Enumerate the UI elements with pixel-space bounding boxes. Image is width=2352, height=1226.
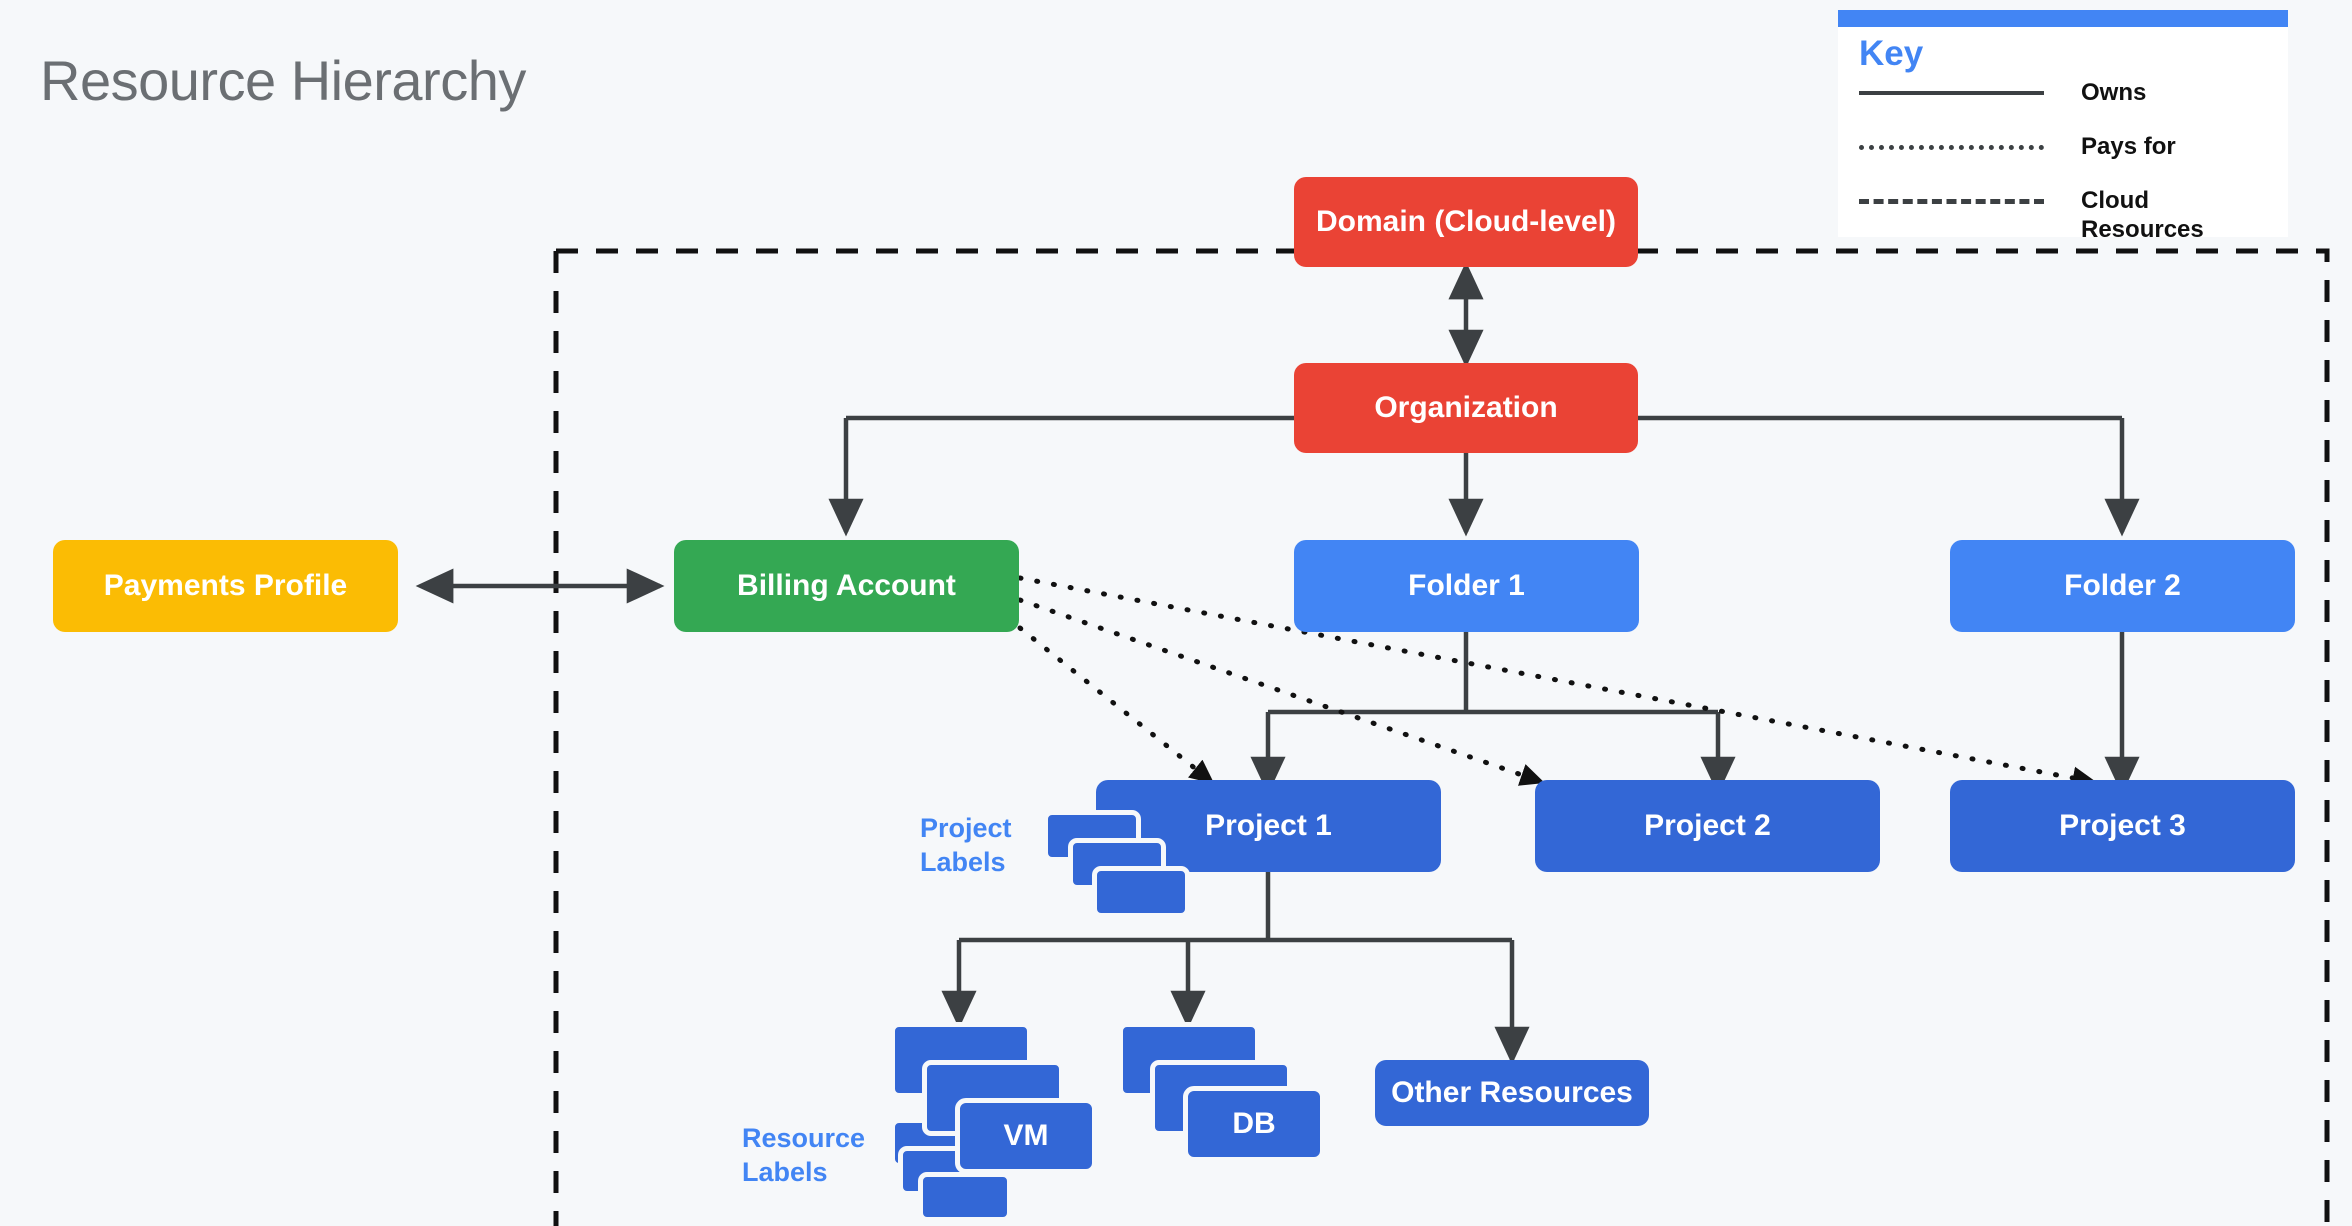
key-heading: Key (1859, 34, 1924, 73)
resource-labels-line-2: Labels (742, 1156, 828, 1187)
node-project-2[interactable]: Project 2 (1535, 780, 1880, 872)
node-billing-account[interactable]: Billing Account (674, 540, 1019, 632)
key-label-cloud-resources: Cloud Resources (2081, 187, 2204, 244)
owns-line-sample (1859, 91, 2044, 95)
node-domain[interactable]: Domain (Cloud-level) (1294, 177, 1638, 267)
node-folder-2[interactable]: Folder 2 (1950, 540, 2295, 632)
page-title: Resource Hierarchy (40, 49, 526, 112)
node-project-3[interactable]: Project 3 (1950, 780, 2295, 872)
key-accent-bar (1838, 10, 2288, 27)
resource-labels-line-1: Resource (742, 1123, 866, 1153)
key-panel: Key Owns Pays for Cloud Resources (1838, 10, 2288, 243)
resource-labels-annotation: Resource Labels (742, 1122, 942, 1190)
project-label-chip-front[interactable] (1092, 866, 1190, 918)
key-label-owns: Owns (2081, 79, 2147, 106)
node-vm[interactable]: VM (955, 1098, 1097, 1174)
key-row-owns: Owns (1838, 72, 2288, 112)
project-labels-line-2: Labels (920, 846, 1006, 877)
node-payments-profile[interactable]: Payments Profile (53, 540, 398, 632)
key-row-cloud-resources: Cloud Resources (1838, 180, 2288, 243)
node-other-resources[interactable]: Other Resources (1375, 1060, 1649, 1126)
cloud-resources-line-sample (1859, 199, 2044, 204)
pays-for-line-sample (1859, 145, 2044, 150)
project-labels-line-1: Project (920, 813, 1012, 843)
key-row-pays-for: Pays for (1838, 126, 2288, 166)
edge-billing-project1 (1017, 625, 1215, 785)
node-db[interactable]: DB (1183, 1086, 1325, 1162)
node-organization[interactable]: Organization (1294, 363, 1638, 453)
key-label-pays-for: Pays for (2081, 133, 2176, 160)
project-labels-annotation: Project Labels (920, 812, 1100, 880)
node-folder-1[interactable]: Folder 1 (1294, 540, 1639, 632)
